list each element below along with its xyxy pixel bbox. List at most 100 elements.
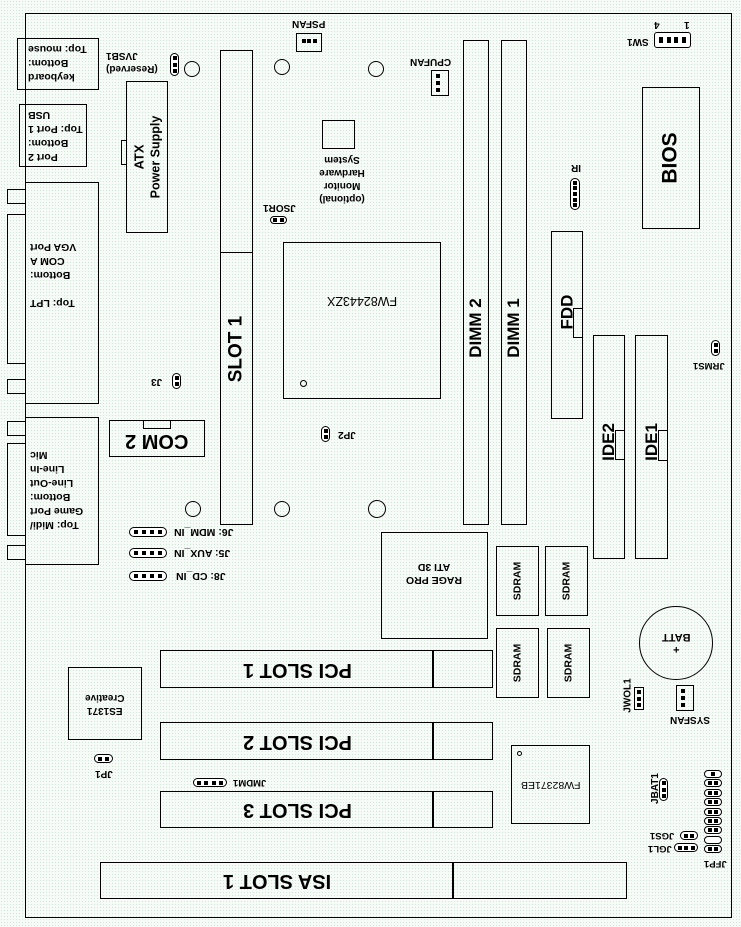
jvsb1-jumper[interactable] — [170, 53, 179, 76]
audio-tab-top — [7, 421, 26, 436]
sdram-label: SDRAM — [511, 561, 524, 601]
jfp1-label: JFP1 — [704, 858, 727, 869]
cpufan-label: CPUFAN — [410, 56, 452, 67]
creative-sound-chip: ES1371 Creative — [68, 667, 142, 740]
jvsb1-reserved-text: (Reserved) — [106, 63, 158, 74]
j8-cd-in-header[interactable] — [129, 571, 167, 581]
dimm2-slot: DIMM 2 — [463, 40, 489, 525]
usb-line: Bottom: — [28, 137, 69, 149]
mounting-hole — [274, 59, 290, 75]
ps2-line: keyboard — [28, 71, 75, 83]
hw-monitor-line: Hardware — [319, 167, 365, 178]
j3-label: J3 — [151, 376, 163, 387]
pci-slot-2-end — [432, 722, 493, 760]
battery-label: BATT — [661, 631, 691, 643]
audio-line: Mic — [30, 449, 48, 461]
jsor1-label: JSOR1 — [263, 202, 296, 213]
j8-label: J8: CD_IN — [176, 570, 226, 582]
creative-line: ES1371 — [87, 704, 123, 716]
jmdm1-header[interactable] — [193, 778, 227, 787]
mounting-hole — [368, 61, 384, 77]
creative-label: ES1371 Creative — [85, 691, 124, 717]
jrms1-label: JRMS1 — [693, 360, 725, 371]
audio-line: Bottom: — [30, 491, 71, 503]
pin1-marker — [300, 380, 307, 387]
ps2-line: Bottom: — [28, 57, 69, 69]
southbridge-label: FW82371EB — [520, 778, 581, 791]
sw1-dip-switch[interactable] — [654, 32, 691, 48]
jwol1-header[interactable] — [634, 687, 644, 710]
dimm1-slot: DIMM 1 — [501, 40, 527, 525]
audio-line: Line-Out — [30, 477, 74, 489]
cpufan-connector[interactable] — [431, 70, 449, 96]
usb-line: Top: Port 1 — [28, 123, 83, 135]
j5-label: J5: AUX_IN — [174, 547, 231, 559]
pci-slot-3-label: PCI SLOT 3 — [242, 799, 352, 821]
lpt-tab-top — [7, 189, 26, 204]
jsor1-jumper[interactable] — [270, 216, 287, 224]
sdram-label: SDRAM — [560, 561, 573, 601]
ps2-port-block — [17, 38, 99, 90]
jfp1-front-panel-header[interactable] — [704, 770, 722, 853]
slot1-cpu-connector: SLOT 1 — [220, 252, 253, 525]
lpt-com-vga-label: Top: LPT Bottom: COM A VGA Port — [30, 240, 86, 310]
ati-line: ATI 3D — [418, 560, 451, 573]
pci-slot-1-end — [432, 650, 493, 688]
dimm1-label: DIMM 1 — [504, 297, 523, 358]
sdram-chip: SDRAM — [496, 546, 539, 616]
atx-subtitle: Power Supply — [148, 115, 162, 199]
lpt-line: COM A — [30, 255, 65, 267]
usb-port-label: Port 2 Bottom: Top: Port 1 USB — [28, 108, 86, 164]
battery-plus-icon: + — [672, 643, 680, 655]
jp2-label: JP2 — [338, 429, 356, 440]
hardware-monitor-label: (optional) Monitor Hardware System — [318, 153, 366, 205]
jgs1-jumper[interactable] — [680, 831, 698, 840]
pin1-marker — [517, 751, 522, 756]
jgl1-label: JGL1 — [648, 843, 672, 854]
hw-monitor-line: System — [324, 154, 360, 165]
sw1-label: SW1 — [627, 36, 649, 47]
atx-power-connector: ATX Power Supply — [126, 81, 168, 233]
atx-title: ATX — [131, 144, 146, 170]
usb-line: Port 2 — [28, 151, 58, 163]
dimm2-label: DIMM 2 — [466, 297, 485, 358]
j5-aux-in-header[interactable] — [129, 548, 167, 558]
jp2-jumper[interactable] — [321, 426, 330, 442]
hw-monitor-line: Monitor — [323, 180, 361, 191]
jgs1-label: JGS1 — [650, 830, 675, 841]
bios-chip: BIOS — [642, 87, 700, 229]
jgl1-jumper[interactable] — [674, 843, 698, 852]
sysfan-connector[interactable] — [676, 685, 694, 711]
northbridge-label: FW82443ZX — [326, 293, 398, 308]
sw1-pin1-label: 1 — [684, 19, 690, 30]
sdram-label: SDRAM — [562, 643, 575, 683]
creative-line: Creative — [85, 691, 125, 703]
com2-key — [143, 420, 171, 429]
audio-line: Game Port — [30, 505, 84, 517]
sw1-pin4-label: 4 — [654, 19, 660, 30]
ati-label: RAGE PRO ATI 3D — [406, 560, 462, 586]
jbat1-jumper[interactable] — [659, 778, 668, 801]
pci-slot-1: PCI SLOT 1 — [160, 650, 434, 688]
fdd-key — [573, 308, 583, 338]
usb-port-block — [19, 104, 87, 167]
sdram-chip: SDRAM — [547, 628, 590, 698]
isa-slot-1-label: ISA SLOT 1 — [222, 870, 332, 892]
ir-header[interactable] — [570, 178, 580, 210]
audio-line: Top: Midi/ — [30, 519, 79, 531]
psfan-connector[interactable] — [296, 33, 322, 52]
sysfan-label: SYSFAN — [670, 714, 711, 725]
audio-tab-mid — [7, 443, 26, 536]
hardware-monitor-chip — [322, 120, 355, 149]
j6-label: J6: MDM_IN — [174, 526, 234, 538]
jwol1-label: JWOL1 — [622, 678, 634, 713]
ide2-key — [615, 430, 625, 460]
lpt-tab-bottom — [7, 379, 26, 394]
j6-mdm-in-header[interactable] — [129, 527, 167, 537]
jrms1-jumper[interactable] — [711, 340, 720, 356]
com2-label: COM 2 — [125, 430, 189, 452]
jp1-jumper[interactable] — [94, 754, 113, 763]
j3-jumper[interactable] — [172, 373, 181, 389]
audio-port-label: Top: Midi/ Game Port Bottom: Line-Out Li… — [30, 448, 86, 532]
pci-slot-2-label: PCI SLOT 2 — [242, 730, 352, 753]
